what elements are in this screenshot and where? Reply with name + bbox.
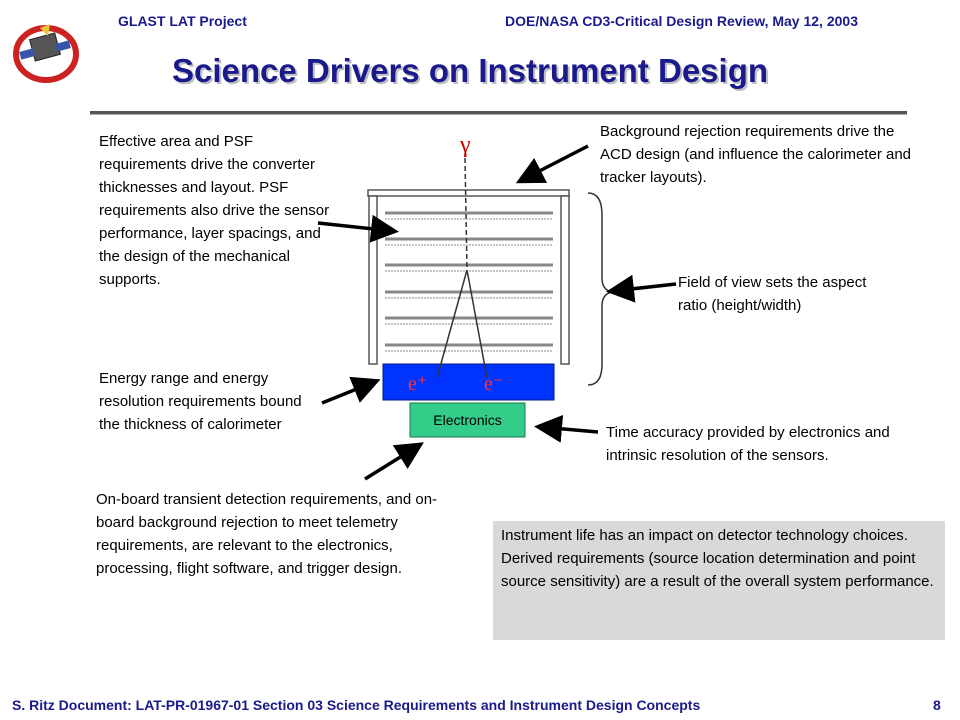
positron-label: e⁺ bbox=[408, 373, 428, 395]
arrow-field-of-view bbox=[606, 274, 677, 303]
positron-track bbox=[436, 269, 468, 379]
title-underline bbox=[90, 111, 907, 115]
arrow-energy-range bbox=[321, 376, 381, 405]
note-box: Instrument life has an impact on detecto… bbox=[493, 521, 945, 640]
acd-top-cover bbox=[367, 189, 570, 197]
electronics-label: Electronics bbox=[433, 412, 502, 428]
acd-left-wall bbox=[368, 195, 378, 365]
electron-track bbox=[466, 269, 488, 379]
footer-page-number: 8 bbox=[933, 697, 941, 713]
gamma-track bbox=[464, 157, 468, 271]
calorimeter-block bbox=[382, 363, 555, 401]
tracker-layers bbox=[385, 211, 553, 352]
fov-brace bbox=[587, 192, 613, 386]
annotation-onboard-transient: On-board transient detection requirement… bbox=[96, 491, 438, 577]
arrow-time-accuracy bbox=[534, 414, 599, 443]
note-line-1: Instrument life has an impact on detecto… bbox=[501, 527, 908, 544]
annotation-effective-area: Effective area and PSF requirements driv… bbox=[99, 133, 330, 288]
arrow-background-rejection bbox=[515, 144, 589, 184]
annotation-field-of-view: Field of view sets the aspect ratio (hei… bbox=[678, 274, 867, 314]
electron-label: e⁻ bbox=[484, 373, 504, 395]
gamma-label: γ bbox=[460, 132, 471, 158]
note-line-2: Derived requirements (source location de… bbox=[501, 550, 934, 590]
header-review: DOE/NASA CD3-Critical Design Review, May… bbox=[505, 13, 858, 29]
arrow-effective-area bbox=[317, 214, 399, 243]
electronics-box bbox=[409, 402, 526, 438]
footer-document: S. Ritz Document: LAT-PR-01967-01 Sectio… bbox=[12, 697, 701, 713]
arrow-onboard-transient bbox=[364, 442, 424, 481]
annotation-time-accuracy: Time accuracy provided by electronics an… bbox=[606, 424, 890, 464]
annotation-background-rejection: Background rejection requirements drive … bbox=[600, 123, 912, 186]
annotation-energy-range: Energy range and energy resolution requi… bbox=[99, 370, 302, 433]
page-title: Science Drivers on Instrument Design bbox=[172, 52, 769, 89]
acd-right-wall bbox=[560, 195, 570, 365]
glast-logo-icon bbox=[13, 24, 79, 83]
header-project: GLAST LAT Project bbox=[118, 13, 247, 29]
